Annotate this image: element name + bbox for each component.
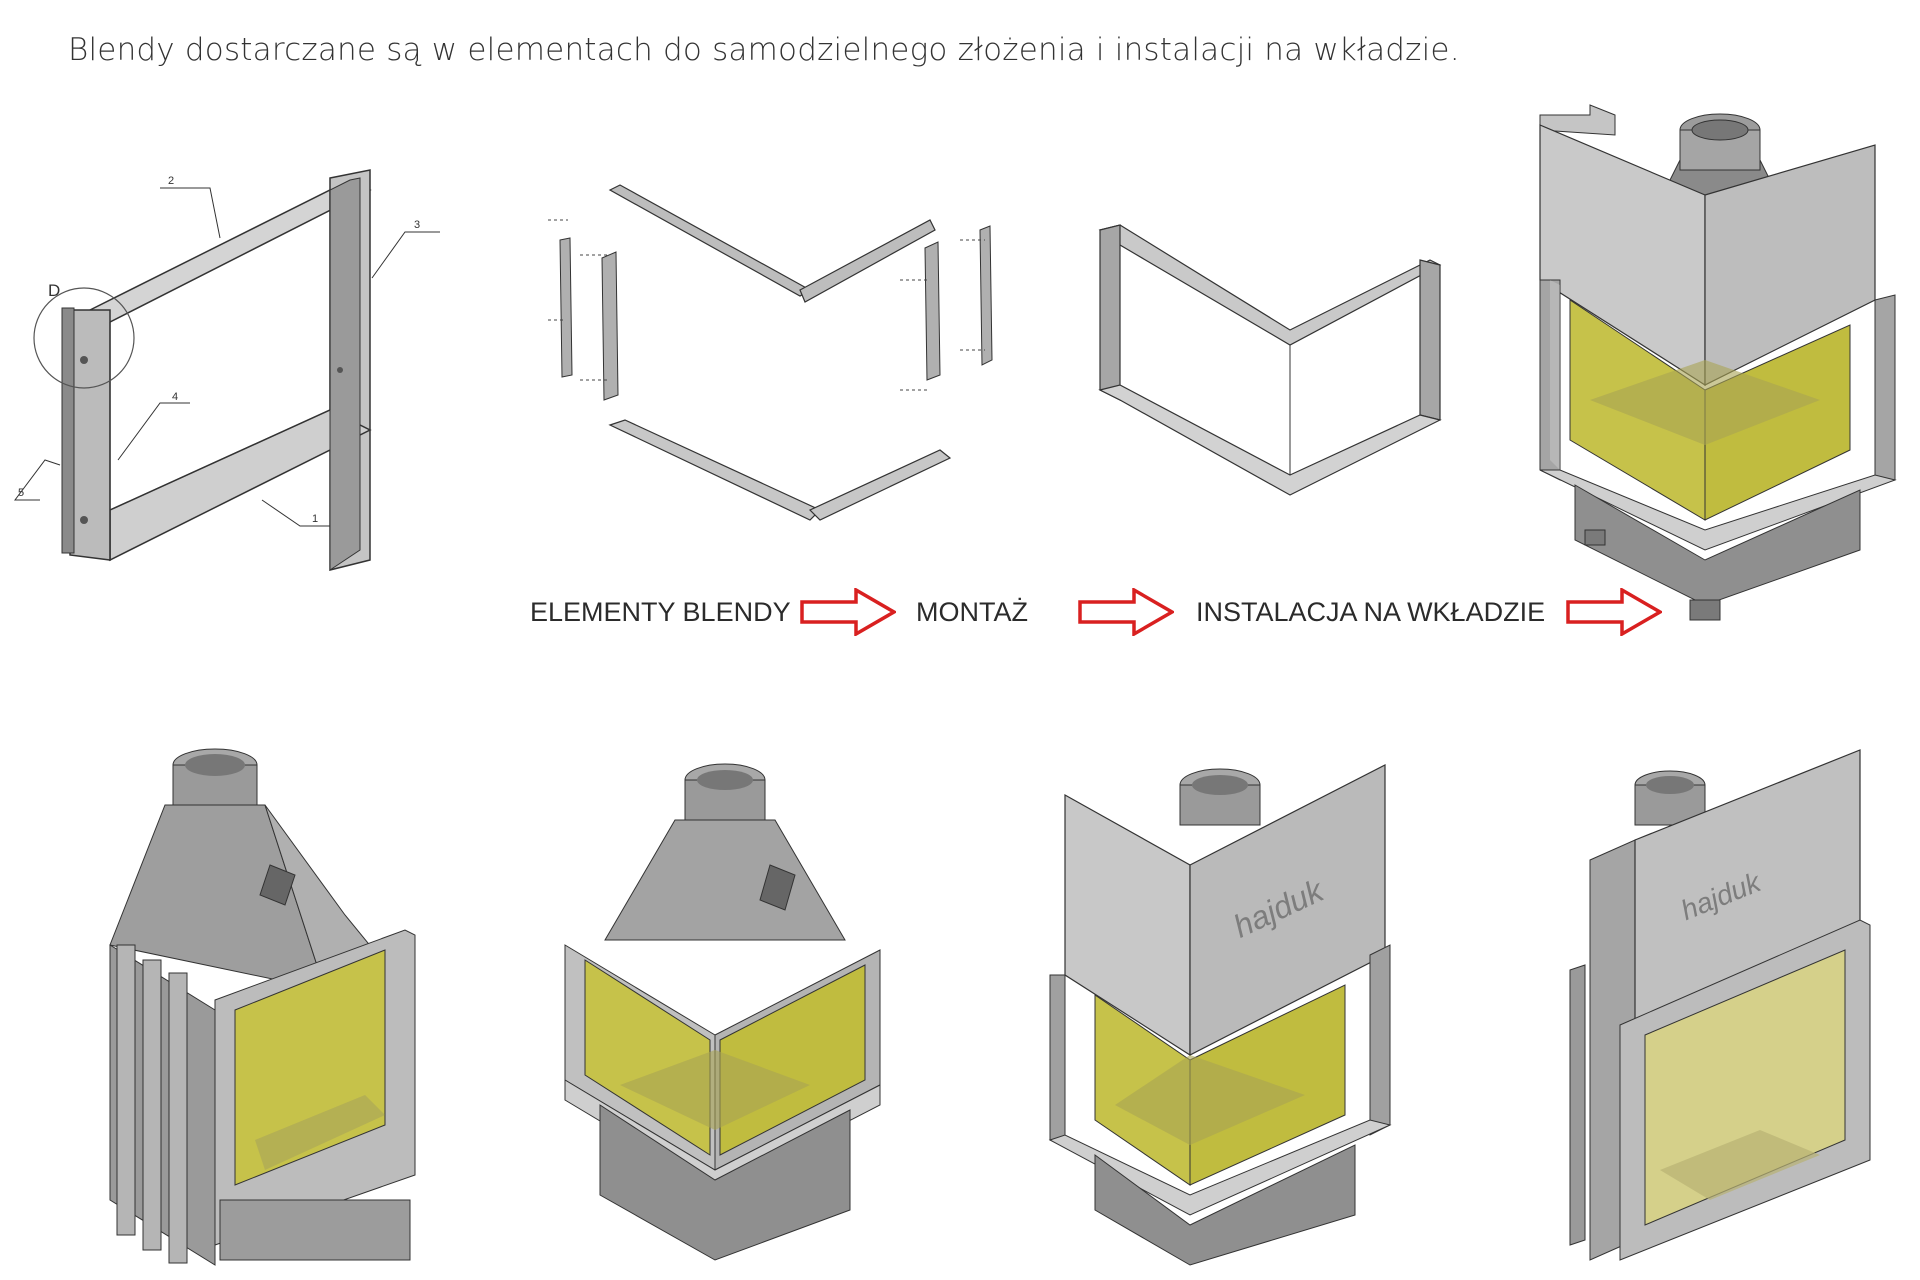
callout-1: 1: [312, 513, 318, 525]
fireplace-corner-installed-top: [1539, 104, 1897, 621]
callout-5: 5: [18, 487, 24, 499]
callout-2: 2: [168, 175, 174, 187]
assembled-frame-drawing: [1098, 224, 1442, 496]
callout-detail-d: D: [48, 281, 60, 300]
fireplace-render-2: [564, 763, 881, 1261]
callout-3: 3: [414, 219, 420, 231]
exploded-elements-drawing: [548, 184, 993, 521]
fireplace-render-4-hajduk: hajduk: [1569, 749, 1871, 1261]
fireplace-render-1: [109, 748, 416, 1266]
flow-arrow-1-icon: [800, 588, 896, 636]
callout-4: 4: [172, 391, 178, 403]
flow-step-elements: ELEMENTY BLENDY: [530, 597, 791, 627]
headline: Blendy dostarczane są w elementach do sa…: [68, 32, 1460, 68]
flow-arrow-3-icon: [1566, 588, 1662, 636]
flow-arrow-2-icon: [1078, 588, 1174, 636]
flow-step-assembly: MONTAŻ: [916, 597, 1028, 627]
frame-technical-drawing: 2 3 4 5 1 D: [14, 169, 440, 571]
fireplace-render-3-hajduk: hajduk: [1048, 764, 1392, 1266]
flow-step-installation: INSTALACJA NA WKŁADZIE: [1196, 597, 1546, 627]
